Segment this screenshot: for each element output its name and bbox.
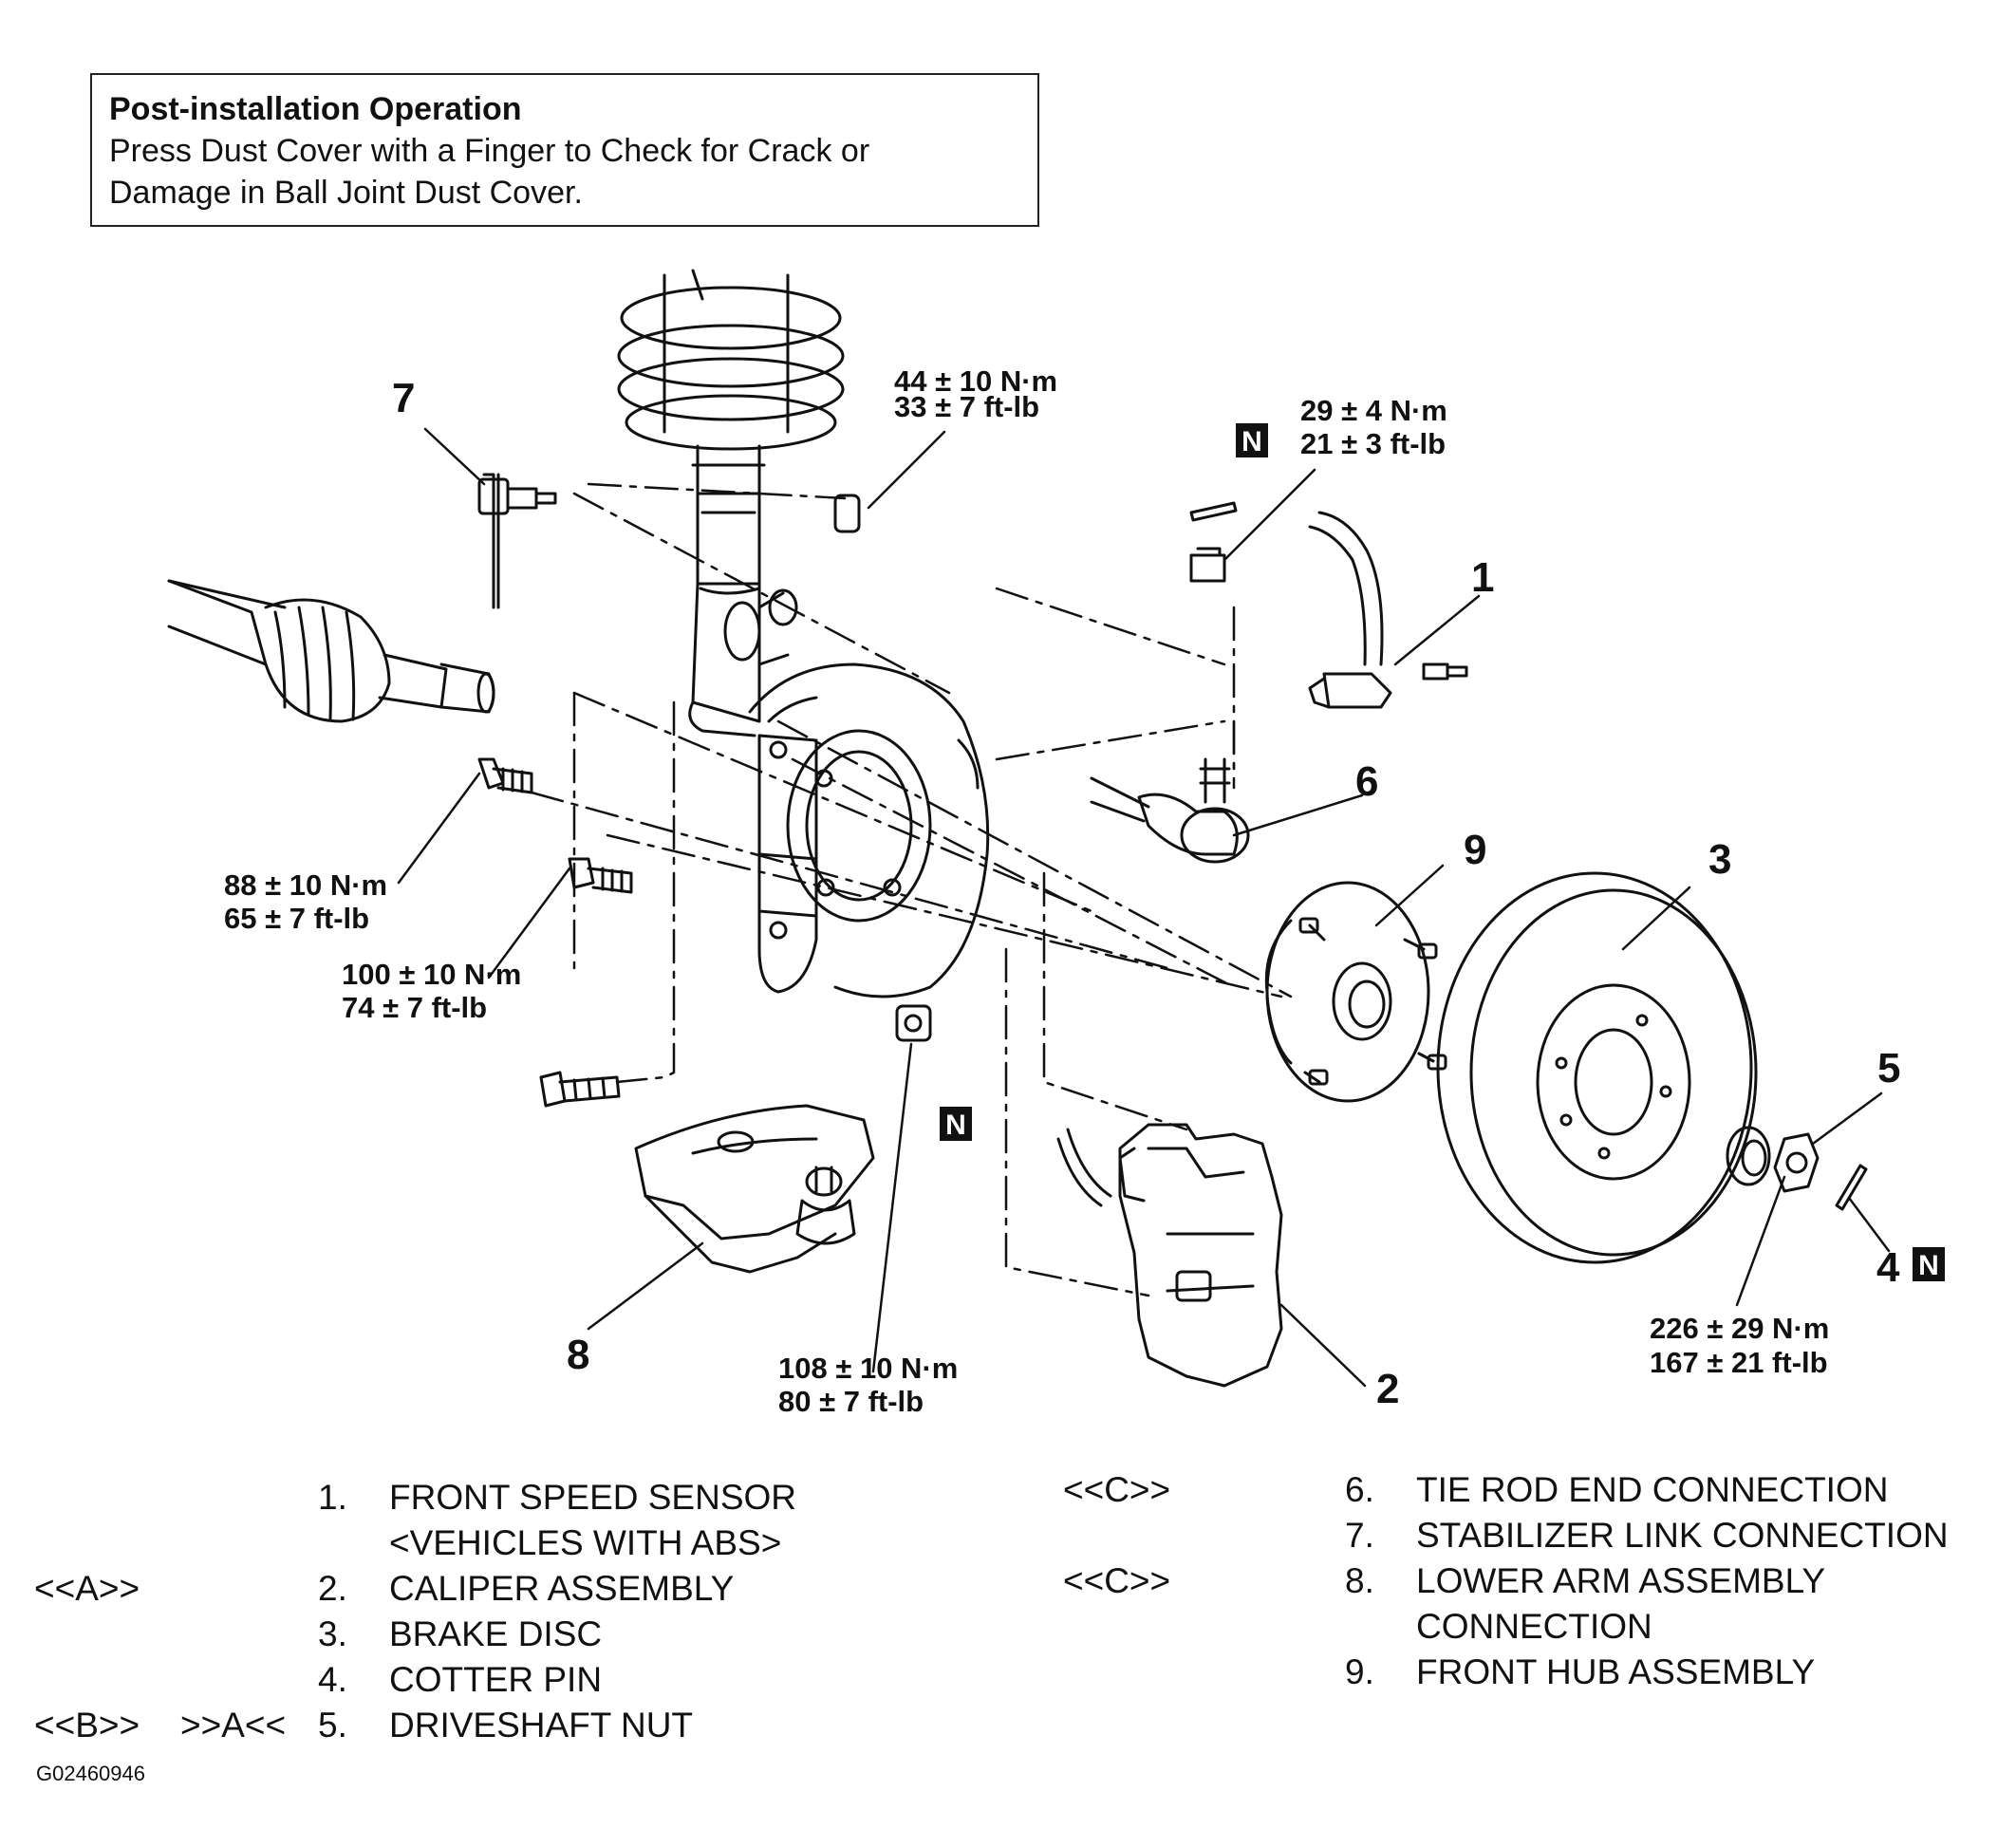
callout-2: 2 [1376, 1366, 1399, 1412]
legend-num-3: 3. [318, 1614, 347, 1653]
legend-num-2: 2. [318, 1569, 347, 1608]
callout-9: 9 [1464, 827, 1486, 873]
legend-num-1: 1. [318, 1478, 347, 1517]
torque-stabilizer-ftlb: 33 ± 7 ft-lb [894, 390, 1039, 423]
legend-text-4: COTTER PIN [389, 1660, 603, 1699]
legend-text-8: LOWER ARM ASSEMBLY [1416, 1561, 1826, 1600]
front-speed-sensor [1308, 511, 1468, 709]
post-installation-note: Post-installation Operation Press Dust C… [90, 73, 1039, 227]
legend-text-1: FRONT SPEED SENSOR [389, 1478, 797, 1517]
legend-num-8: 8. [1345, 1561, 1374, 1600]
caliper-assembly [1056, 1123, 1283, 1388]
legend-num-9: 9. [1345, 1652, 1374, 1691]
legend-tag-6: <<C>> [1063, 1470, 1171, 1509]
legend-num-5: 5. [318, 1706, 347, 1744]
new-part-marker-tierod: N [1241, 426, 1262, 457]
figure-id: G02460946 [36, 1762, 145, 1785]
assembly-guide-lines [530, 482, 1293, 1297]
torque-labels: 44 ± 10 N·m 33 ± 7 ft-lb 29 ± 4 N·m 21 ±… [224, 364, 1829, 1418]
coil-spring [617, 269, 845, 451]
torque-lowerarm-ftlb: 80 ± 7 ft-lb [778, 1385, 924, 1418]
torque-strut-lower-ftlb: 74 ± 7 ft-lb [342, 991, 487, 1024]
torque-strut-lower-nm: 100 ± 10 N·m [342, 958, 521, 991]
leader-lines [397, 427, 1891, 1388]
legend-num-7: 7. [1345, 1516, 1374, 1555]
note-line-1: Press Dust Cover with a Finger to Check … [109, 133, 870, 169]
legend-num-4: 4. [318, 1660, 347, 1699]
torque-strut-upper-nm: 88 ± 10 N·m [224, 868, 387, 902]
tie-rod-end [1090, 757, 1250, 864]
callout-5: 5 [1877, 1045, 1900, 1091]
legend-text-6: TIE ROD END CONNECTION [1416, 1470, 1889, 1509]
torque-tierod-nm: 29 ± 4 N·m [1300, 394, 1447, 427]
callout-1: 1 [1471, 554, 1494, 601]
lower-arm-bolt [539, 1071, 621, 1108]
stabilizer-link [477, 473, 557, 609]
legend-text-5: DRIVESHAFT NUT [389, 1706, 694, 1744]
callout-numbers: 7 1 6 9 3 5 4 8 2 [392, 375, 1900, 1412]
callout-4: 4 [1876, 1244, 1900, 1291]
legend-num-6: 6. [1345, 1470, 1374, 1509]
legend-text-1b: <VEHICLES WITH ABS> [389, 1523, 782, 1562]
note-title: Post-installation Operation [109, 91, 522, 127]
legend-text-3: BRAKE DISC [389, 1614, 603, 1653]
note-line-2: Damage in Ball Joint Dust Cover. [109, 175, 583, 211]
legend-text-8b: CONNECTION [1416, 1607, 1652, 1646]
strut-bolt-lower [568, 857, 633, 894]
legend-tag-5b: >>A<< [180, 1706, 287, 1744]
legend-tag-8: <<C>> [1063, 1561, 1171, 1600]
callout-3: 3 [1708, 836, 1731, 883]
steering-knuckle [748, 662, 990, 998]
new-part-marker-cotter: N [1918, 1250, 1939, 1281]
legend-tag-2: <<A>> [34, 1569, 140, 1608]
new-part-markers: N N N [940, 423, 1945, 1281]
driveshaft [167, 579, 495, 723]
brake-disc [1436, 871, 1758, 1264]
flange-nut-upper [833, 494, 861, 533]
strut-bolt-upper [477, 757, 533, 794]
front-hub [1264, 881, 1447, 1103]
lower-arm [634, 1104, 875, 1274]
callout-8: 8 [567, 1332, 589, 1378]
lower-arm-nut [895, 1004, 932, 1042]
legend-text-7: STABILIZER LINK CONNECTION [1416, 1516, 1949, 1555]
torque-tierod-ftlb: 21 ± 3 ft-lb [1300, 427, 1446, 460]
torque-driveshaft-ftlb: 167 ± 21 ft-lb [1650, 1346, 1828, 1379]
legend-tag-5: <<B>> [34, 1706, 140, 1744]
castle-nut-tierod [1189, 547, 1226, 583]
legend-text-2: CALIPER ASSEMBLY [389, 1569, 735, 1608]
driveshaft-nut-set [1726, 1126, 1868, 1211]
new-part-marker-lowerarm: N [945, 1110, 966, 1141]
torque-strut-upper-ftlb: 65 ± 7 ft-lb [224, 902, 369, 935]
cotter-pin-tierod [1189, 501, 1238, 522]
torque-stabilizer-nm: 44 ± 10 N·m [894, 364, 1057, 398]
legend-text-9: FRONT HUB ASSEMBLY [1416, 1652, 1816, 1691]
torque-driveshaft-nm: 226 ± 29 N·m [1650, 1312, 1829, 1345]
callout-6: 6 [1355, 758, 1378, 805]
torque-lowerarm-nm: 108 ± 10 N·m [778, 1352, 958, 1385]
callout-7: 7 [392, 375, 415, 421]
